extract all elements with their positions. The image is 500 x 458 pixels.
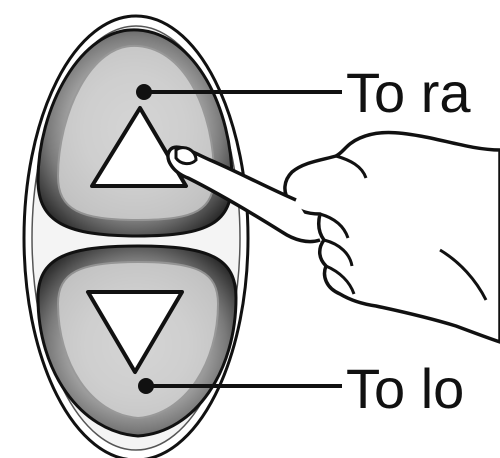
raise-label: To ra	[346, 61, 471, 124]
raise-callout-dot	[136, 84, 152, 100]
lower-callout-dot	[138, 378, 154, 394]
lower-label: To lo	[346, 357, 464, 420]
